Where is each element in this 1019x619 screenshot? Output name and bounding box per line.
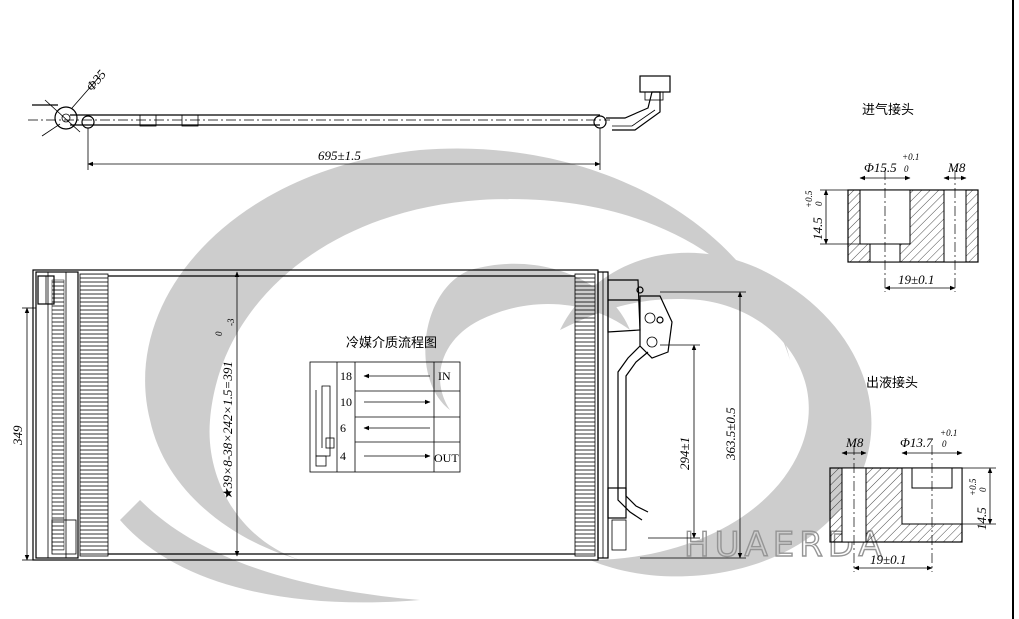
pipe-length-label: 695±1.5	[318, 148, 361, 163]
inlet-center-distance-label: 19±0.1	[898, 272, 934, 287]
outlet-height-tol-upper: +0.5	[968, 478, 978, 496]
outlet-bore-tol-upper: +0.1	[940, 428, 957, 438]
inlet-height-label: 14.5	[810, 217, 825, 240]
bracket-height-label: 294±1	[677, 437, 692, 470]
flow-row-3-count: 6	[340, 421, 346, 435]
top-view-pipe	[28, 75, 671, 137]
watermark-logo: HUAERDA	[120, 148, 882, 603]
outlet-height-tol-lower: 0	[978, 487, 988, 492]
inlet-height-tol-upper: +0.5	[804, 190, 814, 208]
inlet-bore-tol-lower: 0	[904, 164, 909, 174]
outlet-bore-label: Φ13.7	[900, 435, 933, 450]
condenser-front-view	[32, 269, 609, 561]
flow-chart: 冷媒介质流程图 18 IN 10 6 4 OUT	[309, 336, 461, 473]
pipe-diameter-label: Φ35	[83, 66, 110, 94]
core-spec-label: ★39×8-38×242×1.5=391	[220, 361, 235, 500]
outlet-center-distance-label: 19±0.1	[870, 552, 906, 567]
outlet-thread-label: M8	[845, 435, 864, 450]
flow-row-4-count: 4	[340, 449, 346, 463]
inlet-fitting-title: 进气接头	[862, 102, 914, 118]
core-height-label: 349	[10, 425, 25, 446]
flow-row-4-label: OUT	[434, 451, 459, 465]
core-spec-tol-upper: 0	[214, 331, 224, 336]
flow-row-1-count: 18	[340, 369, 352, 383]
flow-row-1-label: IN	[438, 369, 451, 383]
overall-height-label: 363.5±0.5	[723, 407, 738, 461]
outlet-fitting-detail: 出液接头 M8 Φ13.7 +0.1 0 14.5 +0.5 0 19±0.1	[829, 375, 996, 572]
flow-chart-title: 冷媒介质流程图	[346, 336, 437, 351]
pipe-length-dim: 695±1.5	[87, 128, 601, 170]
inlet-thread-label: M8	[947, 160, 966, 175]
inlet-bore-label: Φ15.5	[864, 160, 897, 175]
flow-row-2-count: 10	[340, 395, 352, 409]
outlet-height-label: 14.5	[974, 507, 989, 530]
pipe-diameter-dim: Φ35	[71, 66, 110, 109]
core-spec-dim: ★39×8-38×242×1.5=391 0 -3	[214, 271, 240, 557]
inlet-bore-tol-upper: +0.1	[902, 152, 919, 162]
outlet-bore-tol-lower: 0	[942, 439, 947, 449]
bracket-height-dim: 294±1	[648, 344, 700, 539]
core-spec-tol-lower: -3	[226, 318, 236, 326]
inlet-height-tol-lower: 0	[814, 201, 824, 206]
right-bracket-pipe	[607, 279, 673, 551]
overall-height-dim: 363.5±0.5	[640, 291, 746, 559]
inlet-fitting-detail: 进气接头 Φ15.5 +0.1 0 M8 14.5 +0.5 0 19±0.1	[804, 102, 979, 292]
outlet-fitting-title: 出液接头	[866, 375, 918, 391]
height-dim-left: 349	[10, 307, 36, 561]
